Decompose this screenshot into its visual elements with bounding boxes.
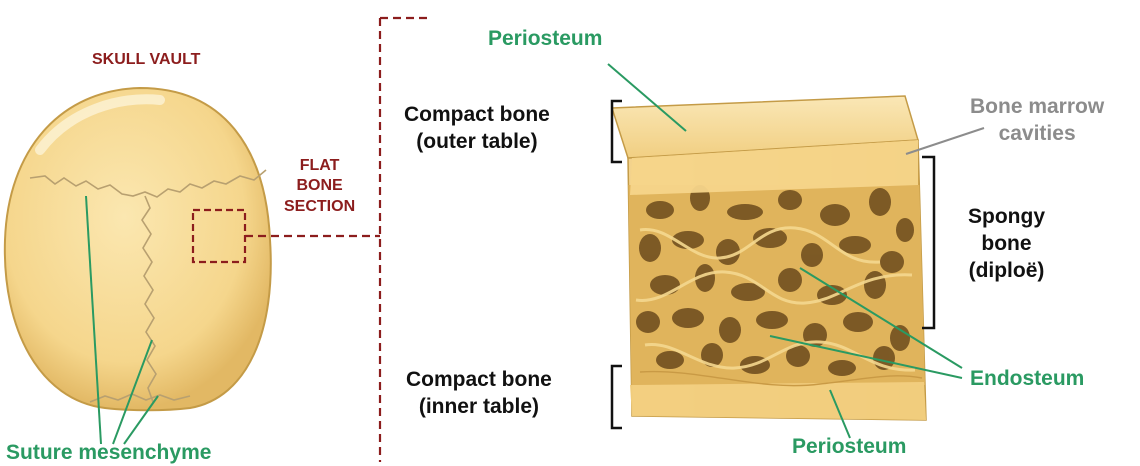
periosteum-bottom-label: Periosteum bbox=[792, 434, 906, 461]
spongy-bone-label: Spongy bone (diploë) bbox=[968, 204, 1045, 285]
bone-marrow-line-1: Bone marrow bbox=[970, 94, 1104, 121]
bone-block-drawing bbox=[612, 96, 930, 420]
flat-label-line-3: SECTION bbox=[284, 197, 355, 217]
bone-marrow-cavities-label: Bone marrow cavities bbox=[970, 94, 1104, 148]
compact-outer-line-2: (outer table) bbox=[404, 129, 550, 156]
skull-vault-drawing bbox=[5, 88, 271, 444]
compact-inner-line-1: Compact bone bbox=[406, 367, 552, 394]
compact-inner-line-2: (inner table) bbox=[406, 394, 552, 421]
section-connector bbox=[245, 18, 428, 462]
flat-label-line-2: BONE bbox=[284, 176, 355, 196]
flat-label-line-1: FLAT bbox=[284, 156, 355, 176]
spongy-line-3: (diploë) bbox=[968, 258, 1045, 285]
compact-bone-inner-label: Compact bone (inner table) bbox=[406, 367, 552, 421]
periosteum-top-label: Periosteum bbox=[488, 26, 602, 53]
compact-outer-line-1: Compact bone bbox=[404, 102, 550, 129]
skull-vault-label: SKULL VAULT bbox=[92, 50, 200, 70]
spongy-line-1: Spongy bbox=[968, 204, 1045, 231]
flat-bone-section-label: FLAT BONE SECTION bbox=[284, 156, 355, 217]
bracket-spongy bbox=[922, 157, 934, 328]
endosteum-label: Endosteum bbox=[970, 366, 1084, 393]
skull-outline bbox=[5, 88, 271, 410]
spongy-bone-texture bbox=[620, 185, 930, 385]
suture-mesenchyme-label: Suture mesenchyme bbox=[6, 440, 211, 466]
compact-bone-outer-label: Compact bone (outer table) bbox=[404, 102, 550, 156]
bone-marrow-line-2: cavities bbox=[970, 121, 1104, 148]
spongy-line-2: bone bbox=[968, 231, 1045, 258]
bracket-inner-table bbox=[612, 366, 622, 428]
